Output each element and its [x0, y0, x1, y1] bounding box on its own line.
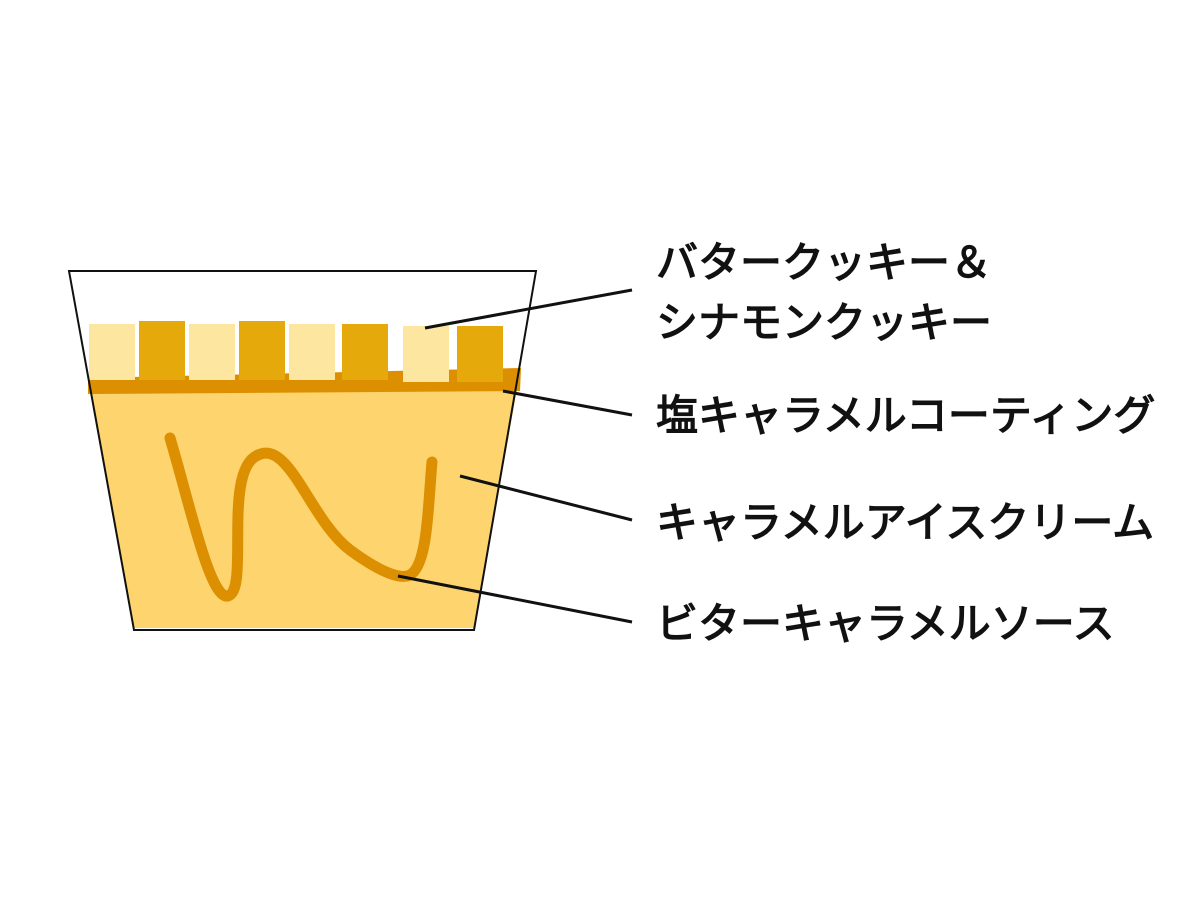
- butter-cookie: [89, 324, 135, 380]
- cinnamon-cookie: [139, 321, 185, 380]
- label-cookies-line1: バタークッキー＆: [656, 238, 993, 287]
- leader-line-cookies: [424, 288, 633, 330]
- cinnamon-cookie: [239, 321, 285, 380]
- leader-line-ice-cream: [459, 474, 633, 522]
- label-cookies-line2: シナモンクッキー: [656, 298, 993, 347]
- caramel-sauce-swirl: [164, 432, 438, 602]
- label-caramel-ice-cream: キャラメルアイスクリーム: [656, 498, 1155, 547]
- cinnamon-cookie: [457, 326, 503, 382]
- butter-cookie: [403, 326, 449, 382]
- butter-cookie: [189, 324, 235, 380]
- leader-line-sauce: [397, 574, 633, 624]
- leader-line-coating: [502, 389, 633, 417]
- ice-cream-layer: [90, 390, 517, 628]
- butter-cookie: [289, 324, 335, 380]
- label-bitter-caramel-sauce: ビターキャラメルソース: [656, 599, 1115, 648]
- cup-outline: [67, 270, 538, 631]
- label-salted-caramel-coating: 塩キャラメルコーティング: [656, 391, 1156, 440]
- cookie-row: [89, 321, 503, 382]
- cinnamon-cookie: [342, 324, 388, 380]
